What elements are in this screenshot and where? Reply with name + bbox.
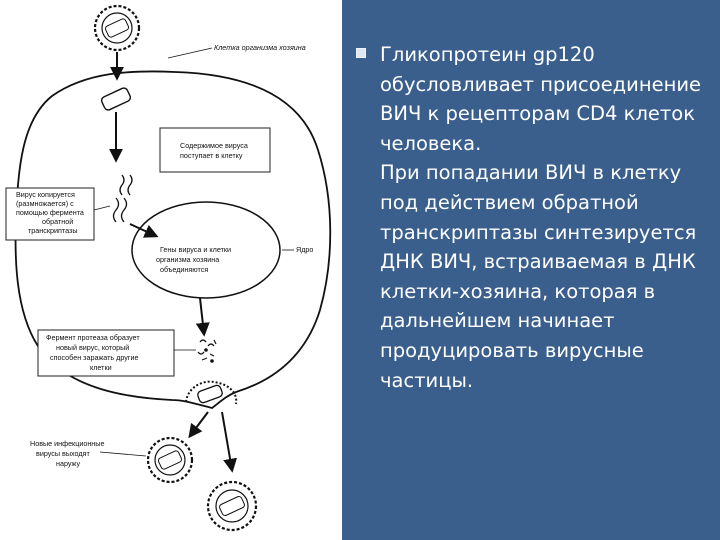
svg-text:помощью фермента: помощью фермента [16, 208, 84, 217]
nucleus [131, 201, 281, 299]
svg-text:клетки: клетки [90, 363, 112, 372]
svg-text:(размножается) с: (размножается) с [16, 199, 74, 208]
square-bullet-icon [356, 48, 366, 58]
bullet-paragraph-1: Гликопротеин gp120 обусловливает присоед… [380, 43, 702, 155]
released-virus-1 [146, 436, 194, 484]
virus-particle-top [93, 4, 141, 52]
svg-text:организма хозяина: организма хозяина [156, 255, 219, 264]
assembling-viral-fragments [197, 339, 217, 363]
svg-text:наружу: наружу [56, 459, 80, 468]
diagram-canvas: Клетка организма хозяина Содержимое виру… [5, 4, 332, 532]
protease-box [37, 329, 175, 377]
svg-text:Вирус копируется: Вирус копируется [16, 190, 75, 199]
capsid-inside-cell [100, 87, 132, 111]
slide-text-panel: Гликопротеин gp120 обусловливает присоед… [342, 0, 720, 540]
svg-text:транскриптазы: транскриптазы [28, 226, 78, 235]
svg-text:новый вирус, который: новый вирус, который [56, 343, 129, 352]
reverse-transcriptase-box [5, 187, 95, 241]
budding-virus [185, 380, 238, 405]
svg-text:Содержимое вируса: Содержимое вируса [180, 141, 248, 150]
viral-dna-double-strand [112, 197, 128, 223]
svg-text:способен заражать другие: способен заражать другие [50, 353, 138, 362]
svg-text:объединяются: объединяются [160, 265, 208, 274]
viral-rna-strands [119, 174, 133, 196]
new-viruses-label: Новые инфекционные [30, 439, 104, 448]
svg-text:поступает в клетку: поступает в клетку [180, 151, 243, 160]
bullet-paragraph-2: При попадании ВИЧ в клетку под действием… [380, 161, 697, 392]
svg-text:вирусы выходят: вирусы выходят [36, 449, 90, 458]
host-cell-label: Клетка организма хозяина [214, 43, 306, 52]
genes-merge-text: Гены вируса и клетки [160, 245, 231, 254]
svg-text:обратной: обратной [42, 217, 73, 226]
hiv-life-cycle-diagram: Клетка организма хозяина Содержимое виру… [0, 0, 342, 540]
released-virus-2 [206, 480, 258, 532]
nucleus-label: Ядро [296, 245, 313, 254]
bullet-item: Гликопротеин gp120 обусловливает присоед… [356, 40, 718, 395]
virus-contents-box [159, 127, 271, 173]
svg-text:Фермент протеаза образует: Фермент протеаза образует [46, 333, 140, 342]
